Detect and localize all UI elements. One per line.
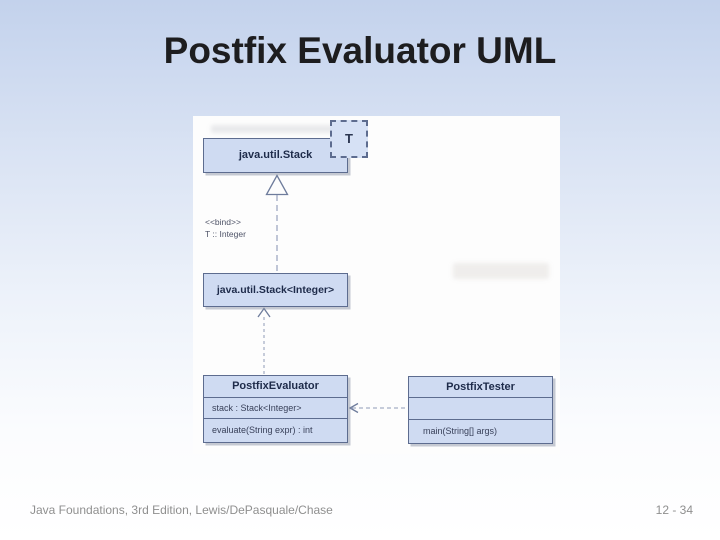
class-name: PostfixTester bbox=[446, 381, 515, 393]
scan-artifact bbox=[453, 263, 549, 279]
scan-artifact bbox=[211, 125, 346, 133]
class-attributes-empty bbox=[409, 397, 552, 419]
class-name: PostfixEvaluator bbox=[232, 380, 319, 392]
bind-note: <<bind>> T :: Integer bbox=[205, 217, 246, 241]
footer-page-number: 12 - 34 bbox=[655, 503, 693, 517]
class-name: java.util.Stack<Integer> bbox=[216, 284, 335, 296]
uml-connectors bbox=[257, 174, 408, 414]
template-parameter-box: T bbox=[330, 120, 368, 158]
page-title: Postfix Evaluator UML bbox=[163, 30, 557, 71]
class-method: main(String[] args) bbox=[409, 419, 552, 443]
class-name: java.util.Stack bbox=[238, 149, 313, 161]
dependency-arrowhead-up bbox=[257, 307, 271, 318]
dependency-arrowhead-left bbox=[348, 402, 359, 414]
footer-credit: Java Foundations, 3rd Edition, Lewis/DeP… bbox=[30, 503, 333, 517]
class-method: evaluate(String expr) : int bbox=[204, 418, 347, 442]
template-parameter-label: T bbox=[345, 131, 353, 146]
class-attribute: stack : Stack<Integer> bbox=[204, 397, 347, 418]
bind-stereotype: <<bind>> bbox=[205, 217, 241, 227]
class-box-stack-integer: java.util.Stack<Integer> bbox=[203, 273, 348, 307]
class-box-postfix-evaluator: PostfixEvaluator stack : Stack<Integer> … bbox=[203, 375, 348, 443]
generalization-arrowhead bbox=[265, 174, 289, 196]
class-box-postfix-tester: PostfixTester main(String[] args) bbox=[408, 376, 553, 444]
uml-diagram-panel: java.util.Stack T <<bind>> T :: Integer … bbox=[193, 116, 560, 454]
class-box-java-util-stack: java.util.Stack bbox=[203, 138, 348, 173]
bind-binding: T :: Integer bbox=[205, 228, 246, 239]
